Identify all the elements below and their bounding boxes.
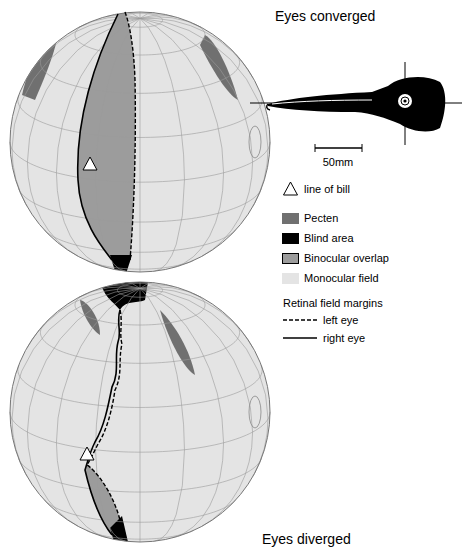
legend-swatch [282,213,299,224]
pole-ring [249,126,261,158]
figure-heading: Eyes converged [275,8,375,24]
legend-marker [282,181,299,197]
legend-entry: Blind area [282,232,354,244]
legend-entry: Monocular field [282,272,379,284]
legend-entry: Pecten [282,212,338,224]
legend-entry: Binocular overlap [282,252,389,264]
legend-text: left eye [323,314,358,326]
bill-line-marker [83,157,97,170]
legend-text: Pecten [304,212,338,224]
legend-heading: Retinal field margins [283,297,383,309]
legend-entry: left eye [282,314,358,326]
bill-line-marker [80,447,94,460]
pecten [160,310,195,375]
globe-outline [10,282,270,542]
right-eye-margin [78,14,118,260]
pole-ring [249,396,261,428]
legend-swatch [282,253,299,264]
legend-line-sample [282,316,318,324]
legend-swatch [282,233,299,244]
legend-entry: line of bill [282,181,350,197]
legend-text: Monocular field [304,272,379,284]
graticule [10,282,270,542]
visual-field-globe [10,12,270,274]
globe-outline [10,12,270,272]
monocular-field [10,282,270,542]
left-eye-margin [87,310,122,520]
left-eye-margin [125,12,135,260]
cormorant-head [250,62,462,145]
scale-label: 50mm [323,156,354,168]
legend-text: Binocular overlap [304,252,389,264]
graticule [10,12,270,272]
legend-entry: right eye [282,332,365,344]
pecten [22,20,59,100]
monocular-field [10,12,270,272]
legend-text: Blind area [304,232,354,244]
legend-text: right eye [323,332,365,344]
figure-heading: Eyes diverged [262,531,351,547]
right-eye-margin [85,310,120,535]
legend-line-sample [282,334,318,342]
visual-field-globe [10,279,270,542]
legend-text: line of bill [304,183,350,195]
scale-bar [315,144,362,152]
legend-swatch [282,273,299,284]
